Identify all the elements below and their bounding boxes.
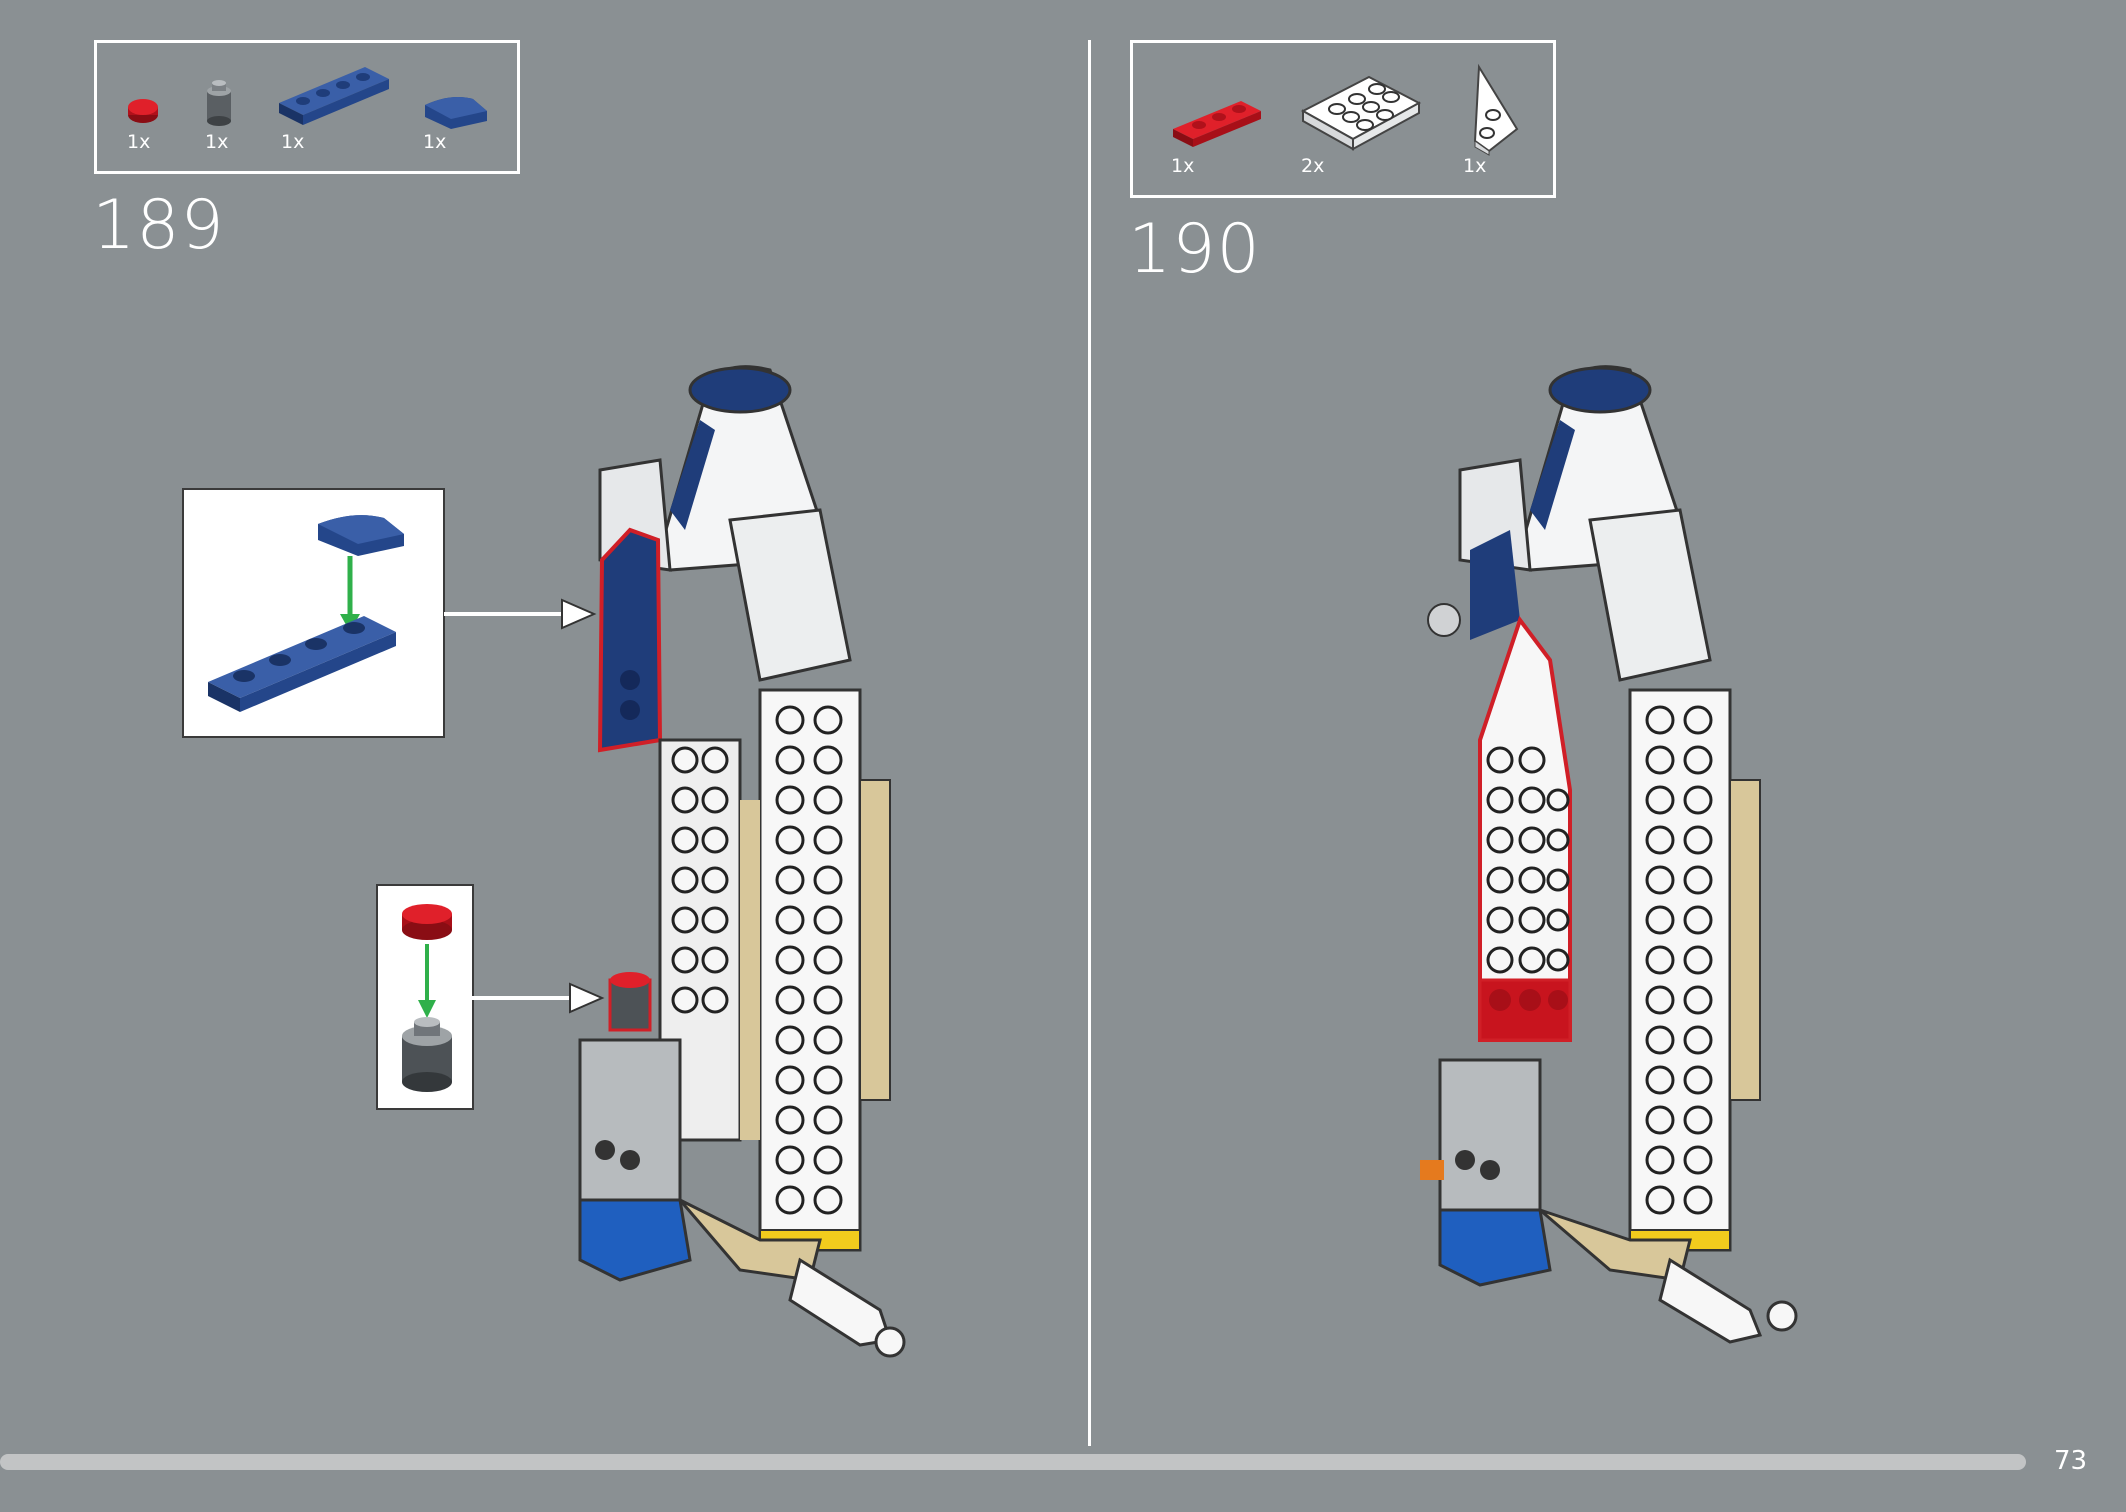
rocket-model-illustration xyxy=(578,365,906,1358)
part-qty: 1x xyxy=(205,131,229,153)
page-divider xyxy=(1088,40,1091,1446)
white-plate-icon xyxy=(1300,75,1422,151)
dark-blue-curved-slope-icon xyxy=(425,97,487,129)
sub-assembly-callout xyxy=(376,884,474,1110)
part-qty: 1x xyxy=(1171,155,1195,177)
sub-assembly-callout xyxy=(182,488,445,738)
dark-blue-plate-icon xyxy=(279,67,389,125)
callout-illustration xyxy=(208,515,404,712)
red-round-tile-icon xyxy=(128,99,158,123)
step-number: 190 xyxy=(1128,210,1261,289)
grey-round-brick-icon xyxy=(207,80,231,126)
step-number: 189 xyxy=(92,186,225,265)
callout-illustration xyxy=(402,904,452,1092)
white-wedge-plate-icon xyxy=(1473,63,1519,156)
pointer-arrow xyxy=(472,982,605,1014)
part-qty: 1x xyxy=(423,131,447,153)
part-qty: 1x xyxy=(1463,155,1487,177)
part-qty: 1x xyxy=(281,131,305,153)
rocket-model-illustration xyxy=(1420,365,1798,1344)
progress-bar xyxy=(0,1454,2026,1470)
step-190-parts-list: 1x 2x 1x xyxy=(1130,40,1556,198)
part-qty: 2x xyxy=(1301,155,1325,177)
step-189-parts-list: 1x 1x 1x 1x xyxy=(94,40,520,174)
part-qty: 1x xyxy=(127,131,151,153)
red-plate-icon xyxy=(1173,101,1261,147)
pointer-arrow xyxy=(444,598,597,630)
page-number: 73 xyxy=(2054,1446,2088,1476)
